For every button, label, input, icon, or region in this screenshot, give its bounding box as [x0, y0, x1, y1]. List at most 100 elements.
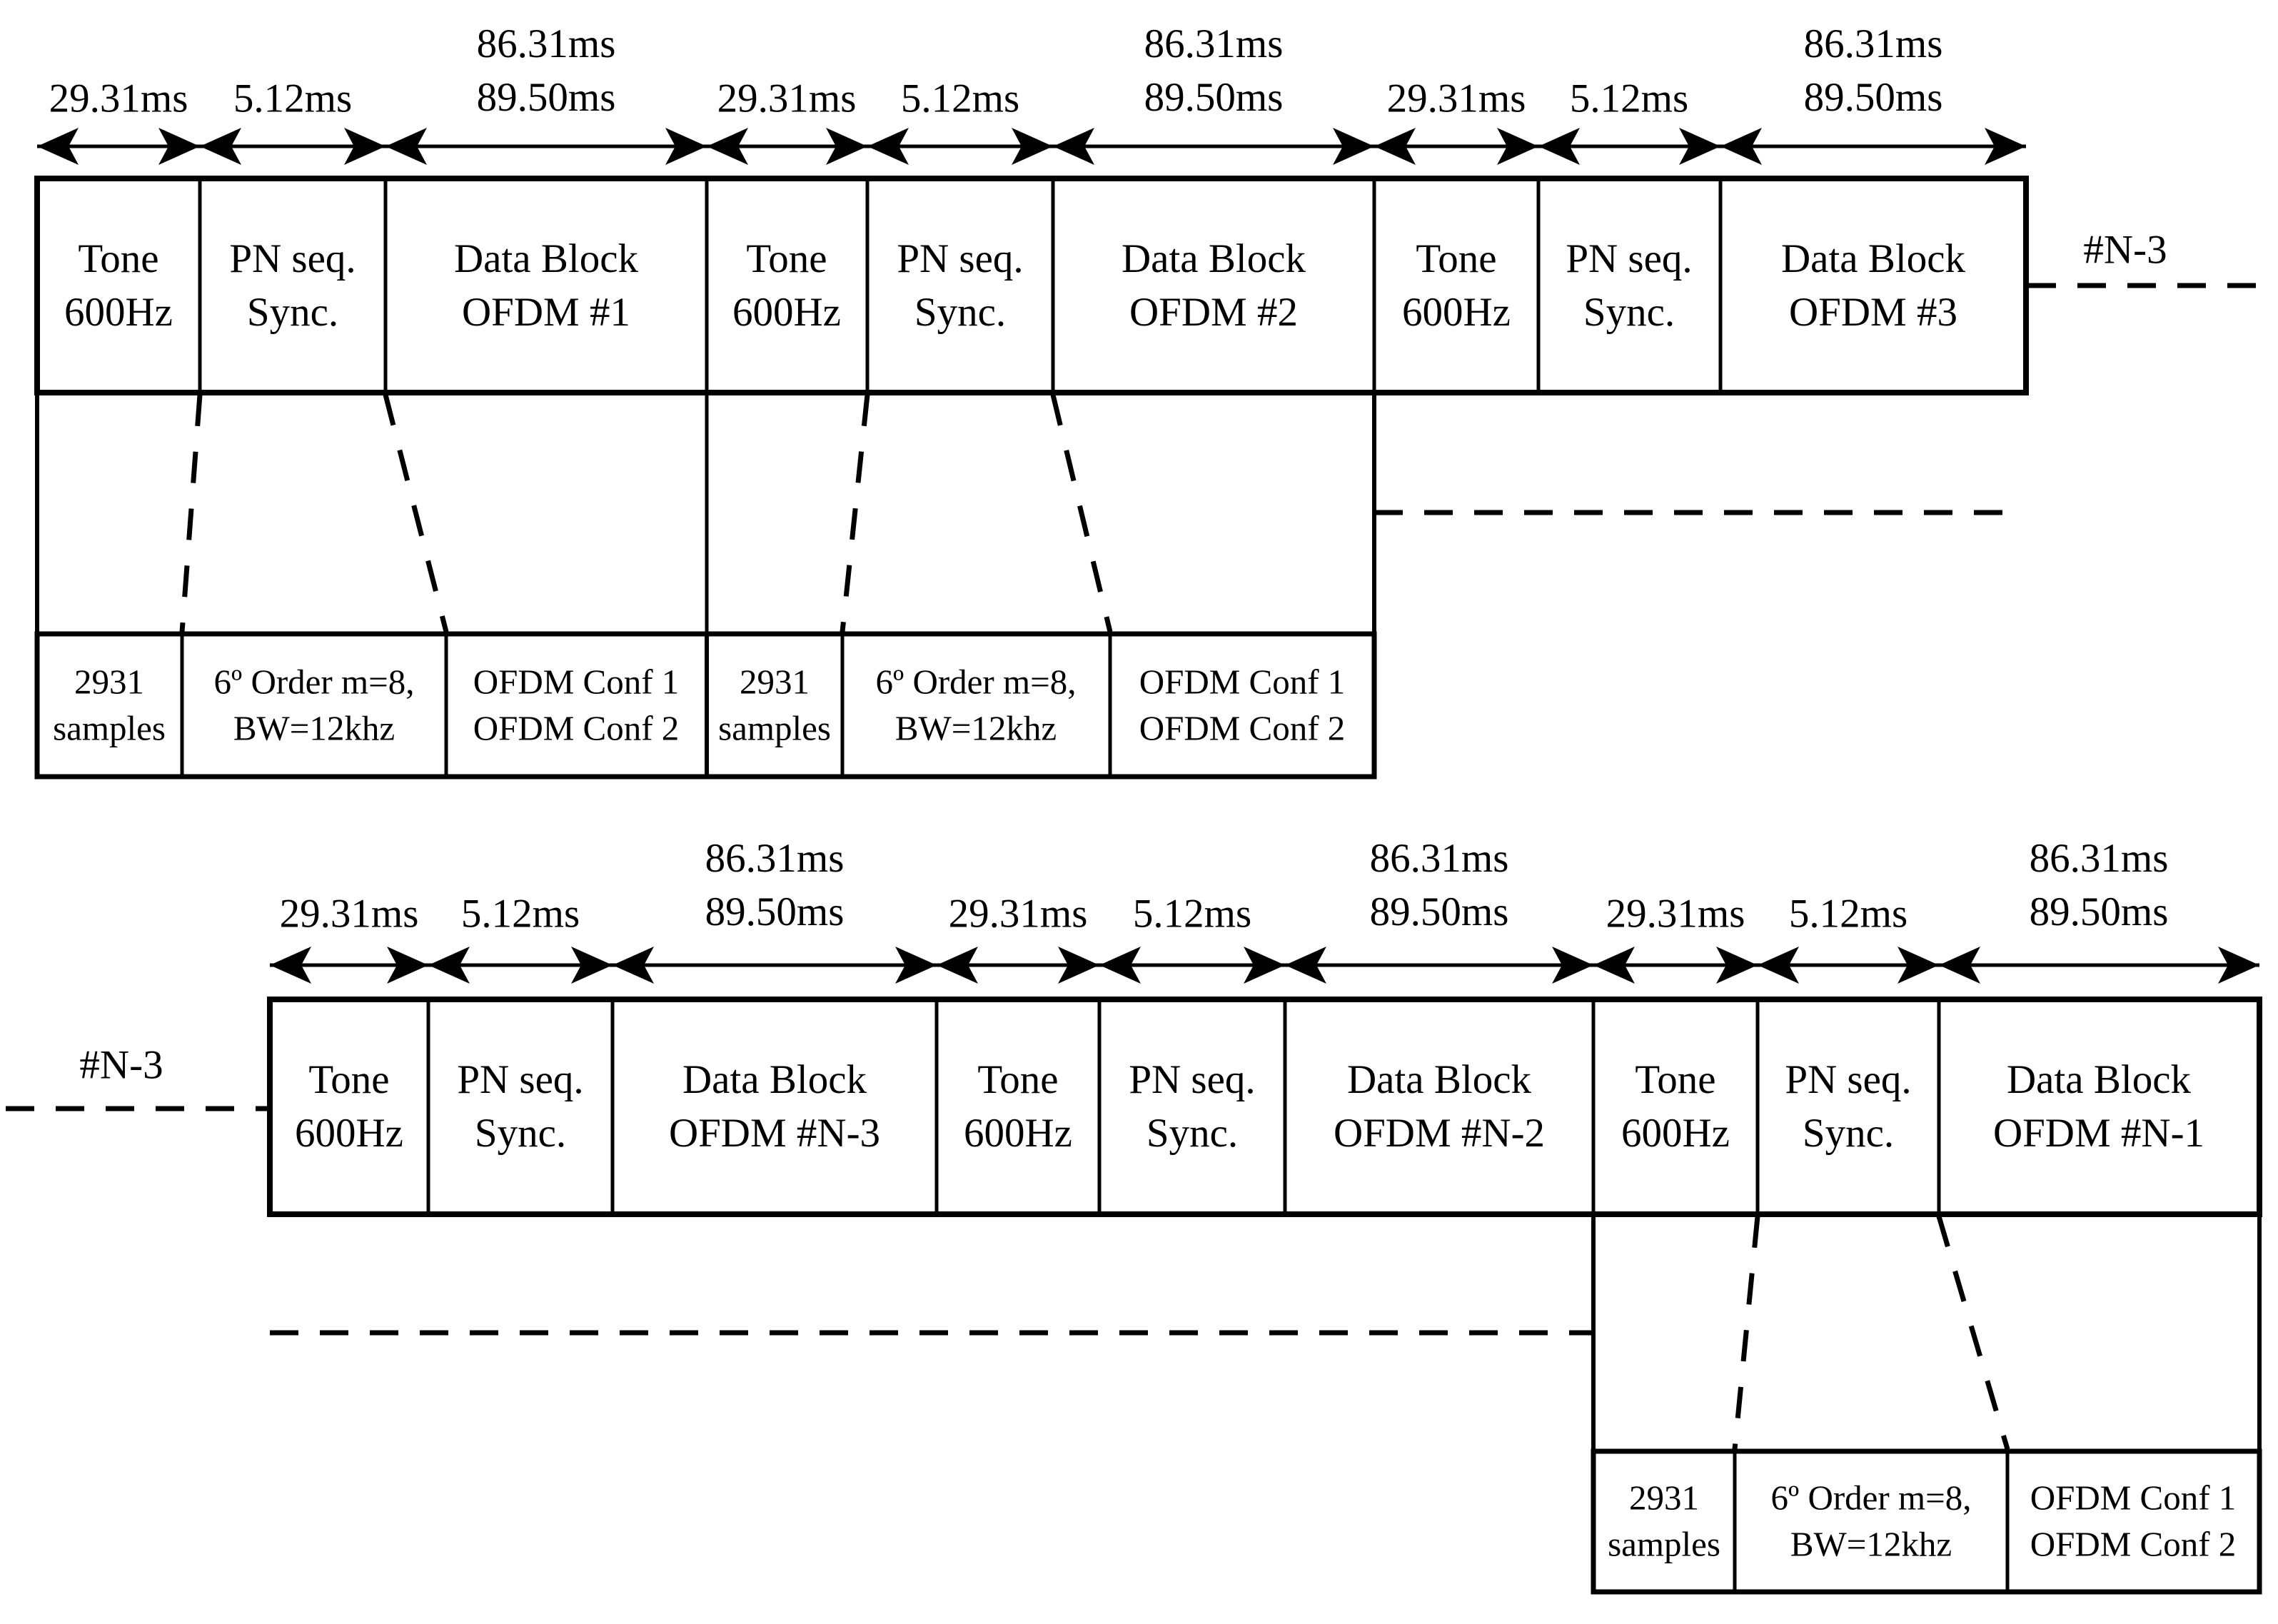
text-line: Data Block [682, 1056, 867, 1102]
text-line: 86.31ms [1369, 835, 1509, 881]
text-line: Tone [977, 1056, 1059, 1102]
arrowhead-icon [344, 128, 385, 165]
arrowhead-icon [1285, 947, 1326, 984]
text-line: PN seq. [897, 236, 1024, 281]
text-line: 600Hz [295, 1111, 403, 1156]
text-line: 89.50ms [476, 75, 616, 120]
text-line: Data Block [1346, 1056, 1532, 1102]
cell-pn-sync: PN seq. Sync. [1566, 232, 1692, 339]
text-line: Data Block [2006, 1056, 2192, 1102]
text-line: OFDM #3 [1789, 290, 1957, 335]
text-line: 89.50ms [1369, 889, 1509, 934]
text-line: Tone [1635, 1056, 1716, 1102]
text-line: OFDM Conf 2 [1139, 708, 1346, 747]
text-line: PN seq. [1566, 236, 1693, 281]
text-line: 600Hz [1402, 290, 1511, 335]
timing-tone-duration: 29.31ms [948, 891, 1088, 937]
cell-tone: Tone 600Hz [64, 232, 173, 339]
cell-tone: Tone 600Hz [1402, 232, 1511, 339]
arrowhead-icon [1758, 947, 1799, 984]
dimension-arrows-top [37, 128, 2026, 165]
arrowhead-icon [707, 128, 748, 165]
text-line: 89.50ms [1144, 75, 1284, 120]
text-line: BW=12khz [233, 708, 395, 747]
text-line: Data Block [1780, 236, 1966, 281]
arrowhead-icon [428, 947, 470, 984]
arrowhead-icon [385, 128, 427, 165]
cell-tone: Tone 600Hz [1621, 1053, 1730, 1160]
timing-data-duration: 86.31ms 89.50ms [2030, 832, 2169, 939]
arrowhead-icon [1679, 128, 1720, 165]
cell-pn-sync: PN seq. Sync. [457, 1053, 583, 1160]
text-line: samples [718, 708, 831, 747]
text-line: Data Block [453, 236, 639, 281]
text-line: 2931 [74, 662, 144, 702]
text-line: PN seq. [457, 1056, 584, 1102]
timing-tone-duration: 29.31ms [1386, 76, 1526, 121]
arrowhead-icon [665, 128, 707, 165]
arrowhead-icon [270, 947, 311, 984]
arrowhead-icon [1552, 947, 1593, 984]
arrowhead-icon [1099, 947, 1141, 984]
text-line: 600Hz [732, 290, 841, 335]
text-line: Tone [308, 1056, 390, 1102]
cell-pn-sync: PN seq.Sync. [1129, 1053, 1255, 1160]
dashed-connectors [6, 283, 2274, 1450]
continuation-label-bottom: #N-3 [79, 1042, 163, 1088]
arrowhead-icon [1497, 128, 1538, 165]
arrowhead-icon [826, 128, 867, 165]
timing-data-duration: 86.31ms 89.50ms [477, 17, 616, 124]
text-line: 6º Order m=8, [875, 662, 1077, 702]
text-line: Tone [78, 236, 159, 281]
text-line: Sync. [1583, 290, 1675, 335]
arrowhead-icon [1985, 128, 2026, 165]
continuation-label-top: #N-3 [2083, 227, 2167, 273]
text-line: 86.31ms [1803, 21, 1943, 66]
text-line: Sync. [1146, 1111, 1239, 1156]
text-line: OFDM #N-2 [1333, 1111, 1546, 1156]
arrowhead-icon [2218, 947, 2259, 984]
text-line: 86.31ms [476, 21, 616, 66]
text-line: 89.50ms [1803, 75, 1943, 120]
text-line: Sync. [246, 290, 339, 335]
text-line: 6º Order m=8, [213, 662, 415, 702]
timing-pn-duration: 5.12ms [1132, 891, 1252, 937]
text-line: Tone [1416, 236, 1497, 281]
text-line: Sync. [474, 1111, 567, 1156]
timing-pn-duration: 5.12ms [460, 891, 580, 937]
timing-tone-duration: 29.31ms [49, 76, 188, 121]
text-line: 89.50ms [2029, 889, 2169, 934]
text-line: 600Hz [64, 290, 173, 335]
arrowhead-icon [1374, 128, 1416, 165]
arrowhead-icon [200, 128, 241, 165]
arrowhead-icon [37, 128, 79, 165]
timing-tone-duration: 29.31ms [279, 891, 419, 937]
detail-pn-config: 6º Order m=8,BW=12khz [1771, 1475, 1972, 1567]
timing-tone-duration: 29.31ms [717, 76, 857, 121]
text-line: PN seq. [1785, 1056, 1912, 1102]
text-line: 600Hz [1621, 1111, 1730, 1156]
arrowhead-icon [387, 947, 428, 984]
arrowhead-icon [1898, 947, 1939, 984]
arrowhead-icon [1053, 128, 1094, 165]
text-line: OFDM #N-3 [668, 1111, 881, 1156]
arrowhead-icon [1720, 128, 1762, 165]
arrowhead-icon [1012, 128, 1053, 165]
text-line: 86.31ms [705, 835, 845, 881]
cell-pn-sync: PN seq.Sync. [1785, 1053, 1911, 1160]
text-line: OFDM Conf 1 [2030, 1478, 2237, 1518]
arrowhead-icon [571, 947, 613, 984]
